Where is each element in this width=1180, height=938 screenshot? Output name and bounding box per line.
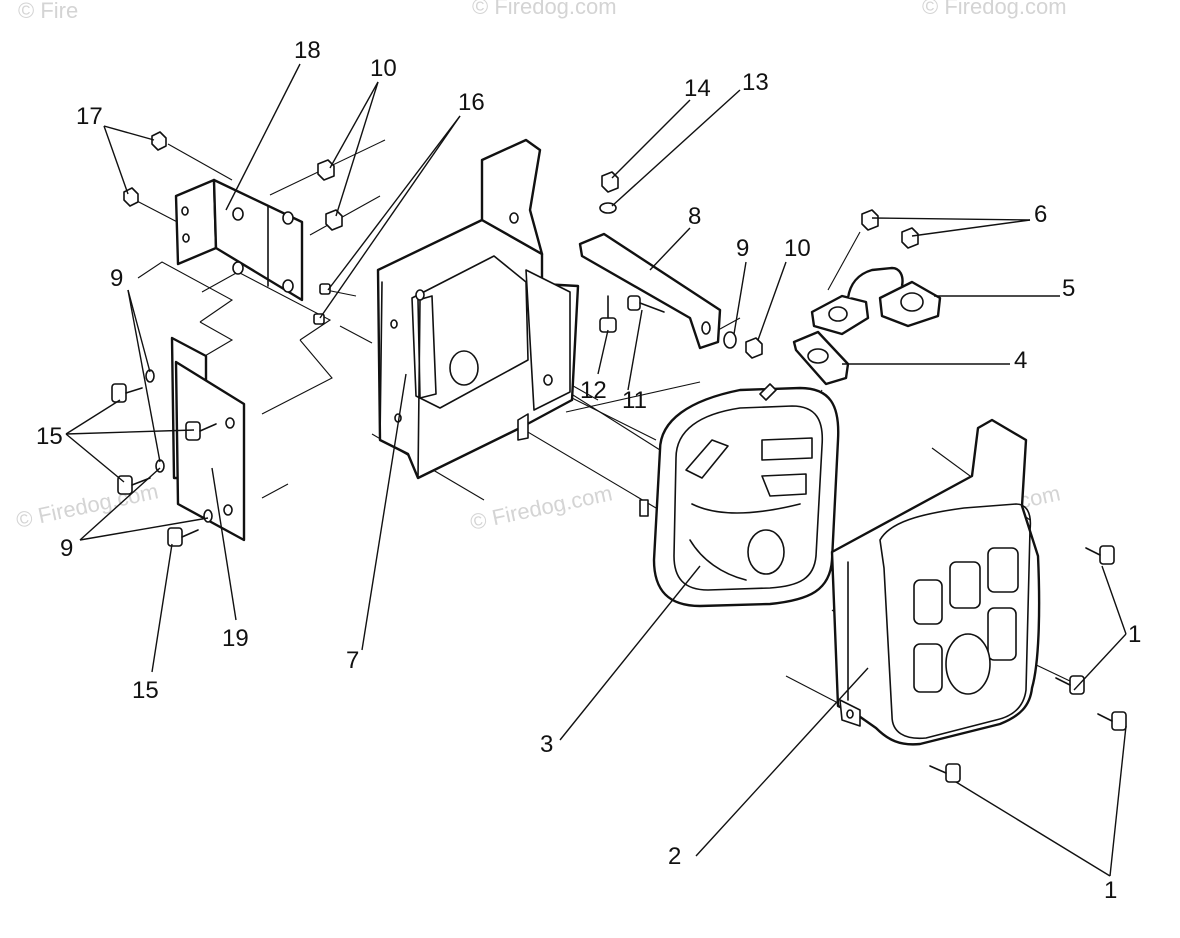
- callout-1-lower: 1: [1104, 877, 1117, 904]
- callout-16: 16: [458, 89, 485, 116]
- callout-3: 3: [540, 731, 553, 758]
- callout-4: 4: [1014, 347, 1027, 374]
- part-7-muffler-cover: [376, 138, 580, 480]
- callout-13: 13: [742, 69, 769, 96]
- callout-6: 6: [1034, 201, 1047, 228]
- callout-19: 19: [222, 625, 249, 652]
- callout-9-lower-left: 9: [60, 535, 73, 562]
- leader-lines: [65, 63, 1127, 877]
- callout-12: 12: [580, 377, 607, 404]
- callout-10-left: 10: [370, 55, 397, 82]
- callout-9-right: 9: [736, 235, 749, 262]
- part-18-bracket: [174, 178, 304, 302]
- callout-2: 2: [668, 843, 681, 870]
- callout-7: 7: [346, 647, 359, 674]
- callout-11: 11: [622, 387, 647, 414]
- callout-9-upper-left: 9: [110, 265, 123, 292]
- watermark-corner: © Fire: [18, 0, 78, 23]
- part-5-exhaust-pipe: [810, 266, 942, 336]
- callout-8: 8: [688, 203, 701, 230]
- callout-labels: 1 1 2 3 4 5 6 7 8 9 9 9 10 10 11 12 13 1…: [36, 37, 1141, 904]
- callout-10-right: 10: [784, 235, 811, 262]
- part-3-muffler: [639, 383, 840, 608]
- part-4-gasket: [792, 330, 850, 386]
- part-8-stay: [578, 232, 722, 350]
- callout-1-upper: 1: [1128, 621, 1141, 648]
- part-2-protector: [830, 418, 1041, 746]
- part-19-plate: [170, 336, 246, 542]
- watermark-top-right: © Firedog.com: [922, 0, 1067, 19]
- callout-17: 17: [76, 103, 103, 130]
- callout-5: 5: [1062, 275, 1075, 302]
- watermark-top-center: © Firedog.com: [472, 0, 617, 19]
- callout-14: 14: [684, 75, 711, 102]
- watermark-center: © Firedog.com: [468, 480, 615, 535]
- callout-15-bottom: 15: [132, 677, 159, 704]
- callout-18: 18: [294, 37, 321, 64]
- callout-15-left: 15: [36, 423, 63, 450]
